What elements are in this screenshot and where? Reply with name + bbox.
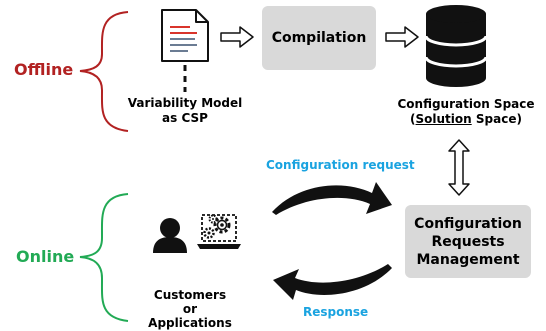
configuration-request-label: Configuration request — [266, 158, 415, 172]
request-management-line3: Management — [416, 251, 520, 268]
arrow-to-configuration-space — [385, 26, 419, 48]
configuration-space-line1: Configuration Space — [397, 97, 535, 111]
variability-model-line1: Variability Model — [127, 96, 243, 110]
customers-label: Customers or Applications — [140, 288, 240, 330]
document-icon — [161, 9, 209, 62]
configuration-space-label: Configuration Space (Solution Space) — [396, 97, 536, 127]
compilation-box: Compilation — [262, 6, 376, 70]
request-management-box: Configuration Requests Management — [405, 205, 531, 278]
request-arrow — [272, 182, 392, 215]
database-icon — [424, 5, 488, 87]
gears-monitor-icon — [197, 214, 241, 249]
online-brace — [79, 193, 129, 322]
response-arrow — [273, 264, 392, 300]
online-label: Online — [16, 247, 75, 266]
variability-model-label: Variability Model as CSP — [125, 96, 245, 126]
variability-model-line2: as CSP — [162, 111, 208, 125]
request-management-line1: Configuration — [414, 215, 522, 232]
arrow-to-compilation — [220, 26, 254, 48]
customers-line1: Customers — [153, 288, 227, 302]
response-label: Response — [303, 305, 369, 319]
compilation-label: Compilation — [271, 30, 367, 46]
bidirectional-arrow — [448, 139, 470, 196]
solution-word: Solution — [415, 112, 472, 126]
configuration-space-paren: ( — [410, 112, 416, 126]
configuration-space-line2-rest: Space) — [471, 112, 522, 126]
customers-line2: or — [182, 302, 198, 316]
user-icon — [153, 218, 187, 253]
offline-label: Offline — [14, 60, 74, 79]
customers-line3: Applications — [148, 316, 232, 330]
offline-brace — [79, 11, 129, 132]
request-management-line2: Requests — [431, 233, 505, 250]
